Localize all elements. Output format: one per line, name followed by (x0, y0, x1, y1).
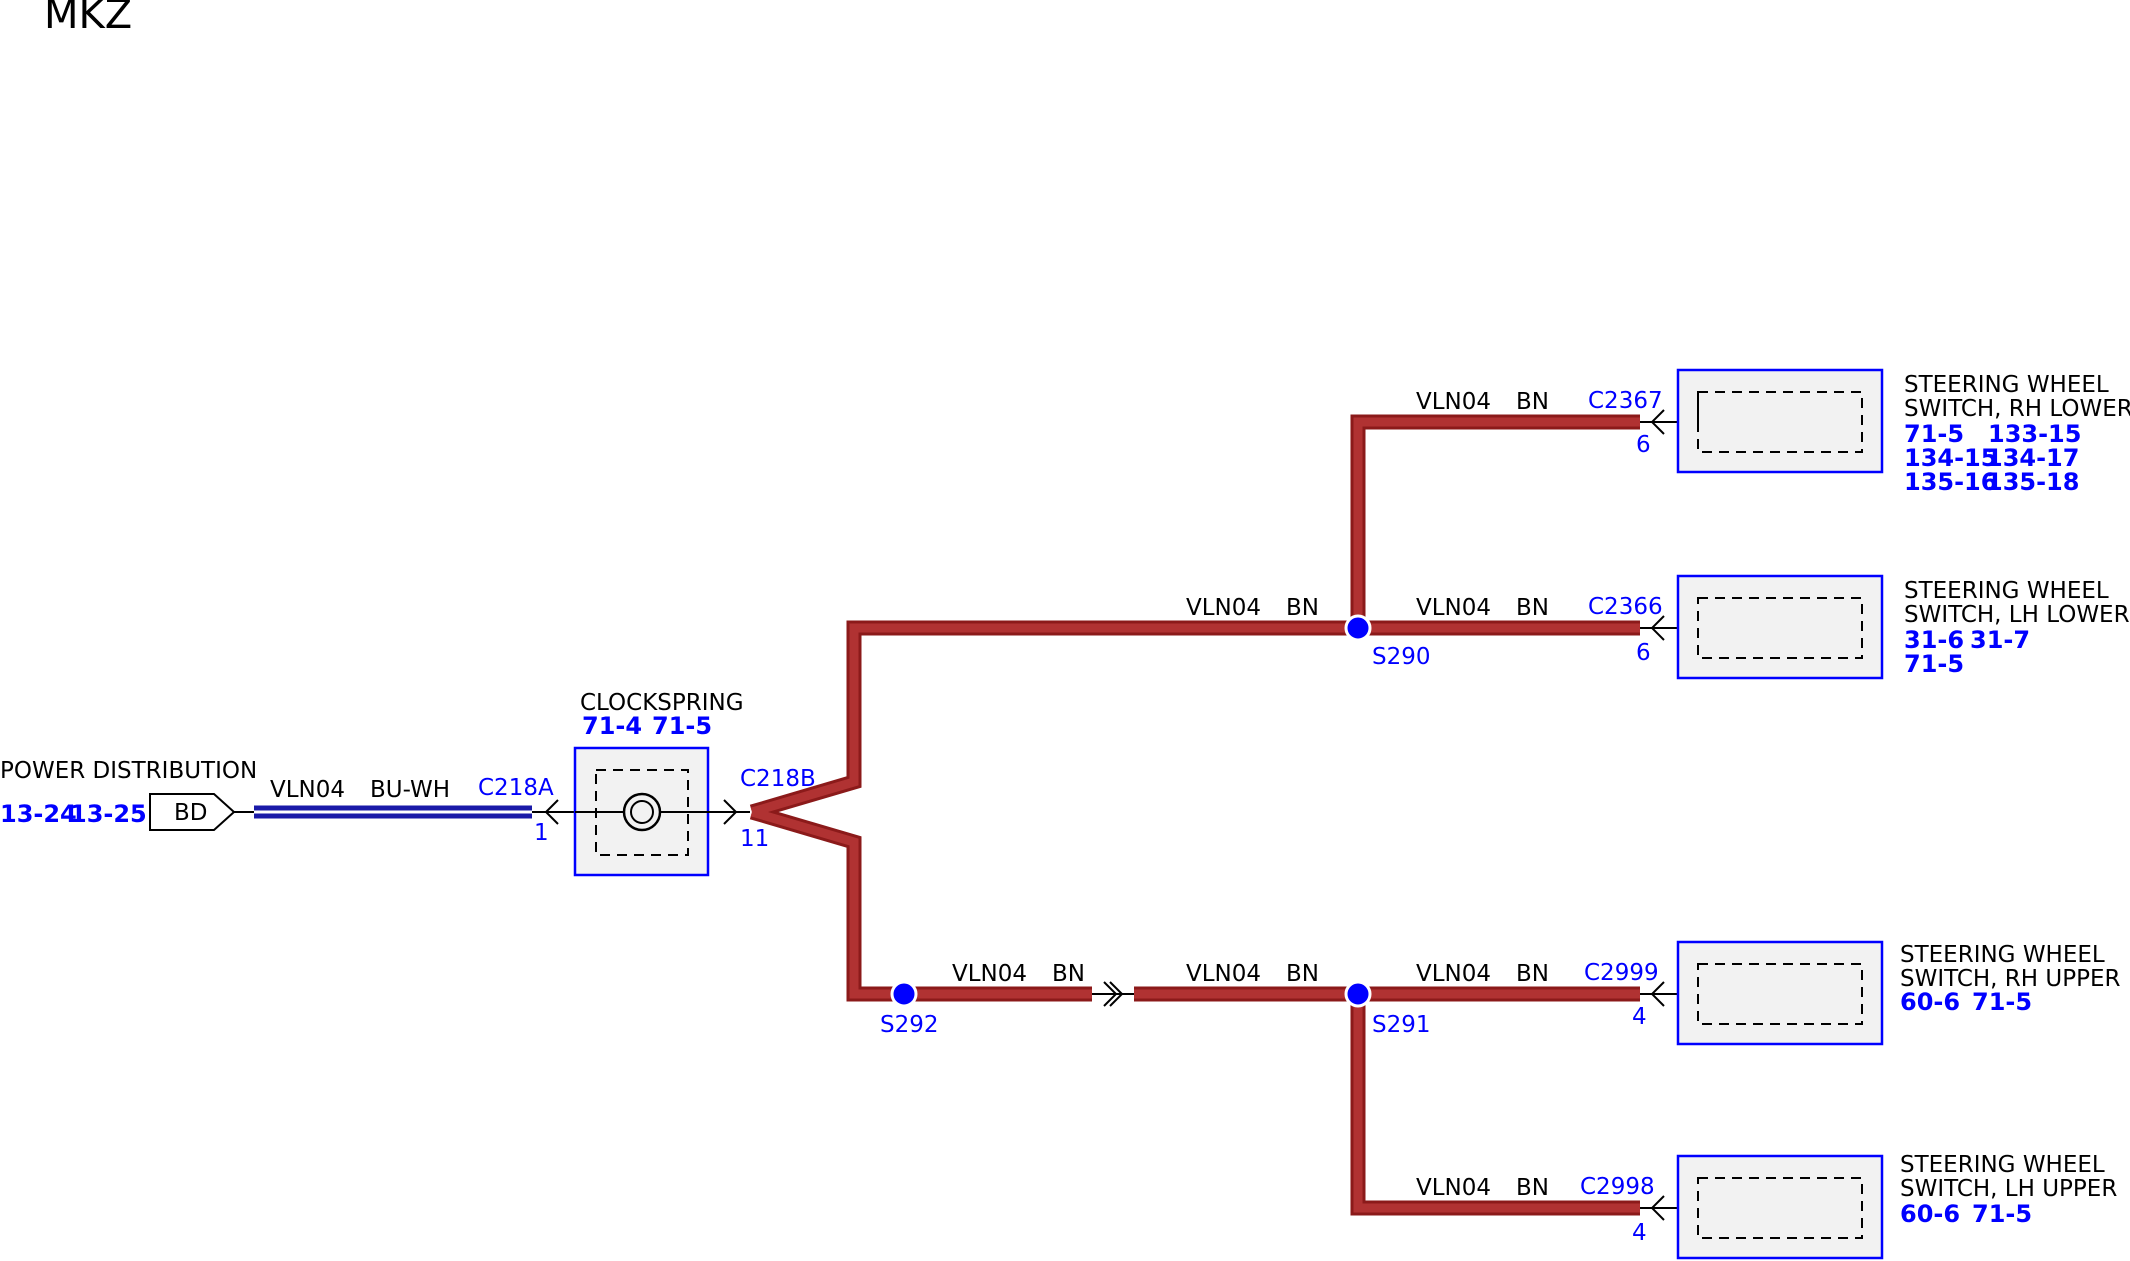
splice-s292-label: S292 (880, 1012, 939, 1038)
clockspring-block[interactable]: CLOCKSPRING 71-4 71-5 C218A 1 C218B 11 (478, 690, 816, 877)
switch-rh-upper[interactable]: C2999 4 STEERING WHEEL SWITCH, RH UPPER … (1584, 940, 2120, 1046)
wire-labels: VLN04 BN VLN04 BN VLN04 BN VLN04 BN VLN0… (952, 389, 1549, 1201)
connector-c2367-label: C2367 (1588, 388, 1663, 414)
switch-lh-lower[interactable]: C2366 6 STEERING WHEEL SWITCH, LH LOWER … (1588, 574, 2130, 680)
switch-rh-lower-ref-1[interactable]: 71-5 (1904, 420, 1964, 448)
splice-s292-dot (890, 980, 918, 1008)
splice-s291-dot (1344, 980, 1372, 1008)
switch-rh-lower-box (1676, 368, 1884, 474)
clockspring-label: CLOCKSPRING (580, 690, 744, 716)
wire-lower-highlight (750, 807, 1092, 999)
switch-lh-lower-ref-1[interactable]: 31-6 (1904, 626, 1964, 654)
c2366-wire-circuit: VLN04 (1416, 595, 1491, 621)
switch-rh-lower-ref-6[interactable]: 135-18 (1986, 468, 2079, 496)
switch-rh-lower-ref-2[interactable]: 133-15 (1988, 420, 2081, 448)
bd-connector-tag (149, 793, 236, 831)
upper-branch-circuit: VLN04 (1186, 595, 1261, 621)
power-distribution-ref-2[interactable]: 13-25 (70, 800, 147, 828)
splice-s290[interactable]: S290 (1344, 614, 1431, 670)
power-distribution-ref-1[interactable]: 13-24 (0, 800, 77, 828)
c2366-wire-color: BN (1516, 595, 1549, 621)
splice-s290-dot (1344, 614, 1372, 642)
switch-lh-lower-ref-2[interactable]: 31-7 (1970, 626, 2030, 654)
pin-c2999: 4 (1632, 1004, 1647, 1030)
connector-c2366-label: C2366 (1588, 594, 1663, 620)
switch-rh-upper-title-2: SWITCH, RH UPPER (1900, 966, 2120, 992)
c2998-wire-circuit: VLN04 (1416, 1175, 1491, 1201)
switch-rh-lower-ref-3[interactable]: 134-15 (1904, 444, 1997, 472)
switch-rh-upper-ref-1[interactable]: 60-6 (1900, 988, 1960, 1016)
wire-upper-highlight (750, 623, 1640, 817)
connector-c2999-label: C2999 (1584, 960, 1659, 986)
switch-lh-lower-box (1676, 574, 1884, 680)
switch-rh-upper-title-1: STEERING WHEEL (1900, 942, 2105, 968)
c2998-terminal-icon (1650, 1195, 1665, 1221)
switch-rh-lower-ref-4[interactable]: 134-17 (1986, 444, 2079, 472)
pin-c2998: 4 (1632, 1220, 1647, 1246)
c2999-wire-circuit: VLN04 (1416, 961, 1491, 987)
switch-rh-upper-inner-dash (1697, 963, 1863, 1025)
c2367-wire-circuit: VLN04 (1416, 389, 1491, 415)
bn-wire-harness[interactable] (749, 414, 1640, 1216)
switch-rh-lower-title-1: STEERING WHEEL (1904, 372, 2109, 398)
switch-lh-upper[interactable]: C2998 4 STEERING WHEEL SWITCH, LH UPPER … (1580, 1152, 2117, 1260)
s292-wire-color: BN (1052, 961, 1085, 987)
connector-c218b-label: C218B (740, 766, 816, 792)
page-title: MKZ (44, 0, 132, 38)
inline-connector-female-icon (1109, 981, 1124, 1007)
c2999-terminal-icon (1650, 981, 1665, 1007)
upper-branch-color: BN (1286, 595, 1319, 621)
switch-rh-lower[interactable]: C2367 6 STEERING WHEEL SWITCH, RH LOWER … (1588, 368, 2130, 496)
c2367-wire-color: BN (1516, 389, 1549, 415)
switch-lh-upper-title-2: SWITCH, LH UPPER (1900, 1176, 2117, 1202)
wire-color-label: BU-WH (370, 777, 450, 803)
c2366-terminal-icon (1650, 615, 1665, 641)
bd-tag-label: BD (174, 800, 208, 826)
power-distribution-block[interactable]: POWER DISTRIBUTION 13-24 13-25 BD (0, 758, 257, 831)
switch-lh-lower-ref-3[interactable]: 71-5 (1904, 650, 1964, 678)
switch-lh-upper-inner-dash (1697, 1177, 1863, 1239)
inline-wire-circuit: VLN04 (1186, 961, 1261, 987)
splice-s291[interactable]: S291 (1344, 980, 1431, 1038)
inline-wire-color: BN (1286, 961, 1319, 987)
wire-circuit-label: VLN04 (270, 777, 345, 803)
switch-lh-lower-title-2: SWITCH, LH LOWER (1904, 602, 2130, 628)
switch-rh-lower-ref-5[interactable]: 135-16 (1904, 468, 1997, 496)
pin-c2367: 6 (1636, 432, 1651, 458)
clockspring-ref-2[interactable]: 71-5 (652, 712, 712, 740)
switch-lh-upper-box (1676, 1154, 1884, 1260)
splice-s290-label: S290 (1372, 644, 1431, 670)
connector-c218a-label: C218A (478, 775, 554, 801)
s292-wire-circuit: VLN04 (952, 961, 1027, 987)
switch-lh-lower-title-1: STEERING WHEEL (1904, 578, 2109, 604)
connector-c2998-label: C2998 (1580, 1174, 1655, 1200)
switch-lh-lower-inner-dash (1697, 597, 1863, 659)
c218a-terminal-icon (544, 799, 559, 825)
clockspring-coil-icon (622, 792, 662, 832)
pin-c218b: 11 (740, 826, 769, 852)
wire-c2998-highlight (1353, 994, 1640, 1213)
splice-s292[interactable]: S292 (880, 980, 939, 1038)
switch-lh-upper-ref-2[interactable]: 71-5 (1972, 1200, 2032, 1228)
c2999-wire-color: BN (1516, 961, 1549, 987)
splice-s291-label: S291 (1372, 1012, 1431, 1038)
switch-rh-upper-box (1676, 940, 1884, 1046)
switch-rh-lower-title-2: SWITCH, RH LOWER (1904, 396, 2130, 422)
c2998-wire-color: BN (1516, 1175, 1549, 1201)
pin-c218a: 1 (534, 820, 549, 846)
switch-lh-upper-title-1: STEERING WHEEL (1900, 1152, 2105, 1178)
switch-rh-upper-ref-2[interactable]: 71-5 (1972, 988, 2032, 1016)
power-distribution-label: POWER DISTRIBUTION (0, 758, 257, 784)
wire-pd-to-clockspring[interactable]: VLN04 BU-WH (254, 777, 532, 819)
wire-c2367-highlight (1353, 417, 1640, 628)
c218b-terminal-icon (723, 799, 738, 825)
clockspring-ref-1[interactable]: 71-4 (582, 712, 642, 740)
pin-c2366: 6 (1636, 640, 1651, 666)
c2367-terminal-icon (1650, 409, 1665, 435)
wire-lower-branch (749, 804, 904, 1002)
clockspring-coil-inner-icon (630, 800, 654, 824)
switch-lh-upper-ref-1[interactable]: 60-6 (1900, 1200, 1960, 1228)
